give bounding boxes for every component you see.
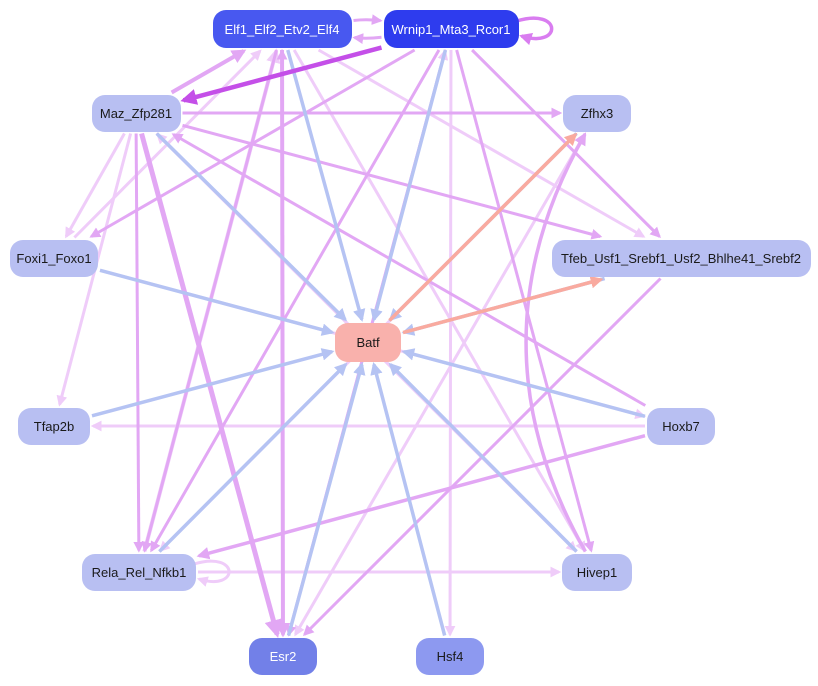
node-label: Foxi1_Foxo1	[16, 250, 92, 266]
node-label: Elf1_Elf2_Etv2_Elf4	[224, 21, 340, 37]
node-rela[interactable]: Rela_Rel_Nfkb1	[82, 553, 196, 591]
edge-hoxb7-to-maz	[171, 133, 647, 407]
edge-batf-to-tfeb	[402, 276, 604, 335]
edge-tfap2b-to-batf	[91, 348, 335, 418]
edge-hoxb7-to-batf	[401, 348, 646, 419]
edge-elf1-to-esr2	[275, 49, 291, 638]
node-label: Batf	[356, 334, 380, 350]
edge-rela-to-batf	[158, 362, 348, 553]
node-tfap2b[interactable]: Tfap2b	[18, 407, 90, 445]
node-maz[interactable]: Maz_Zfp281	[91, 94, 181, 132]
node-label: Tfeb_Usf1_Srebf1_Usf2_Bhlhe41_Srebf2	[561, 250, 801, 266]
node-wrnip1[interactable]: Wrnip1_Mta3_Rcor1	[383, 10, 519, 48]
edge-maz-to-batf	[155, 132, 347, 322]
edge-hoxb7-to-rela	[196, 434, 646, 560]
node-esr2[interactable]: Esr2	[249, 637, 317, 675]
node-elf1[interactable]: Elf1_Elf2_Etv2_Elf4	[212, 10, 352, 48]
edge-maz-to-tfeb	[182, 123, 603, 240]
edge-hsf4-to-batf	[370, 362, 447, 636]
edge-elf1-to-wrnip1	[353, 14, 383, 26]
node-label: Hsf4	[436, 648, 464, 664]
node-foxi1[interactable]: Foxi1_Foxo1	[10, 239, 98, 277]
node-label: Tfap2b	[33, 418, 75, 434]
edge-wrnip1-to-hsf4	[444, 49, 456, 637]
edge-wrnip1-to-elf1	[352, 33, 382, 44]
edge-wrnip1-to-wrnip1	[515, 16, 554, 46]
edge-batf-to-zfhx3	[388, 132, 578, 322]
edge-maz-to-foxi1	[64, 132, 126, 239]
edge-zfhx3-to-esr2	[294, 132, 587, 637]
edge-hivep1-to-batf	[388, 362, 578, 553]
node-label: Wrnip1_Mta3_Rcor1	[391, 21, 511, 37]
node-label: Maz_Zfp281	[99, 105, 173, 121]
node-batf[interactable]: Batf	[335, 322, 401, 362]
edge-elf1-to-hivep1	[292, 49, 586, 553]
edge-rela-to-rela	[193, 559, 231, 587]
edge-foxi1-to-batf	[99, 268, 335, 336]
edge-wrnip1-to-maz	[180, 45, 383, 105]
node-zfhx3[interactable]: Zfhx3	[563, 94, 631, 132]
node-label: Rela_Rel_Nfkb1	[91, 564, 187, 580]
edge-maz-to-elf1	[170, 49, 247, 95]
node-label: Hivep1	[576, 564, 618, 580]
edge-elf1-to-batf	[286, 49, 366, 322]
edge-maz-to-rela	[133, 133, 145, 553]
edge-wrnip1-to-rela	[150, 49, 441, 553]
edge-wrnip1-to-batf	[370, 49, 448, 322]
node-hsf4[interactable]: Hsf4	[416, 637, 484, 675]
node-label: Esr2	[269, 648, 297, 664]
node-hivep1[interactable]: Hivep1	[562, 553, 632, 591]
node-label: Zfhx3	[580, 105, 614, 121]
node-label: Hoxb7	[662, 418, 700, 434]
node-tfeb[interactable]: Tfeb_Usf1_Srebf1_Usf2_Bhlhe41_Srebf2	[551, 239, 811, 277]
edge-hivep1-to-zfhx3	[524, 132, 587, 553]
node-hoxb7[interactable]: Hoxb7	[647, 407, 715, 445]
edge-esr2-to-batf	[286, 362, 366, 636]
